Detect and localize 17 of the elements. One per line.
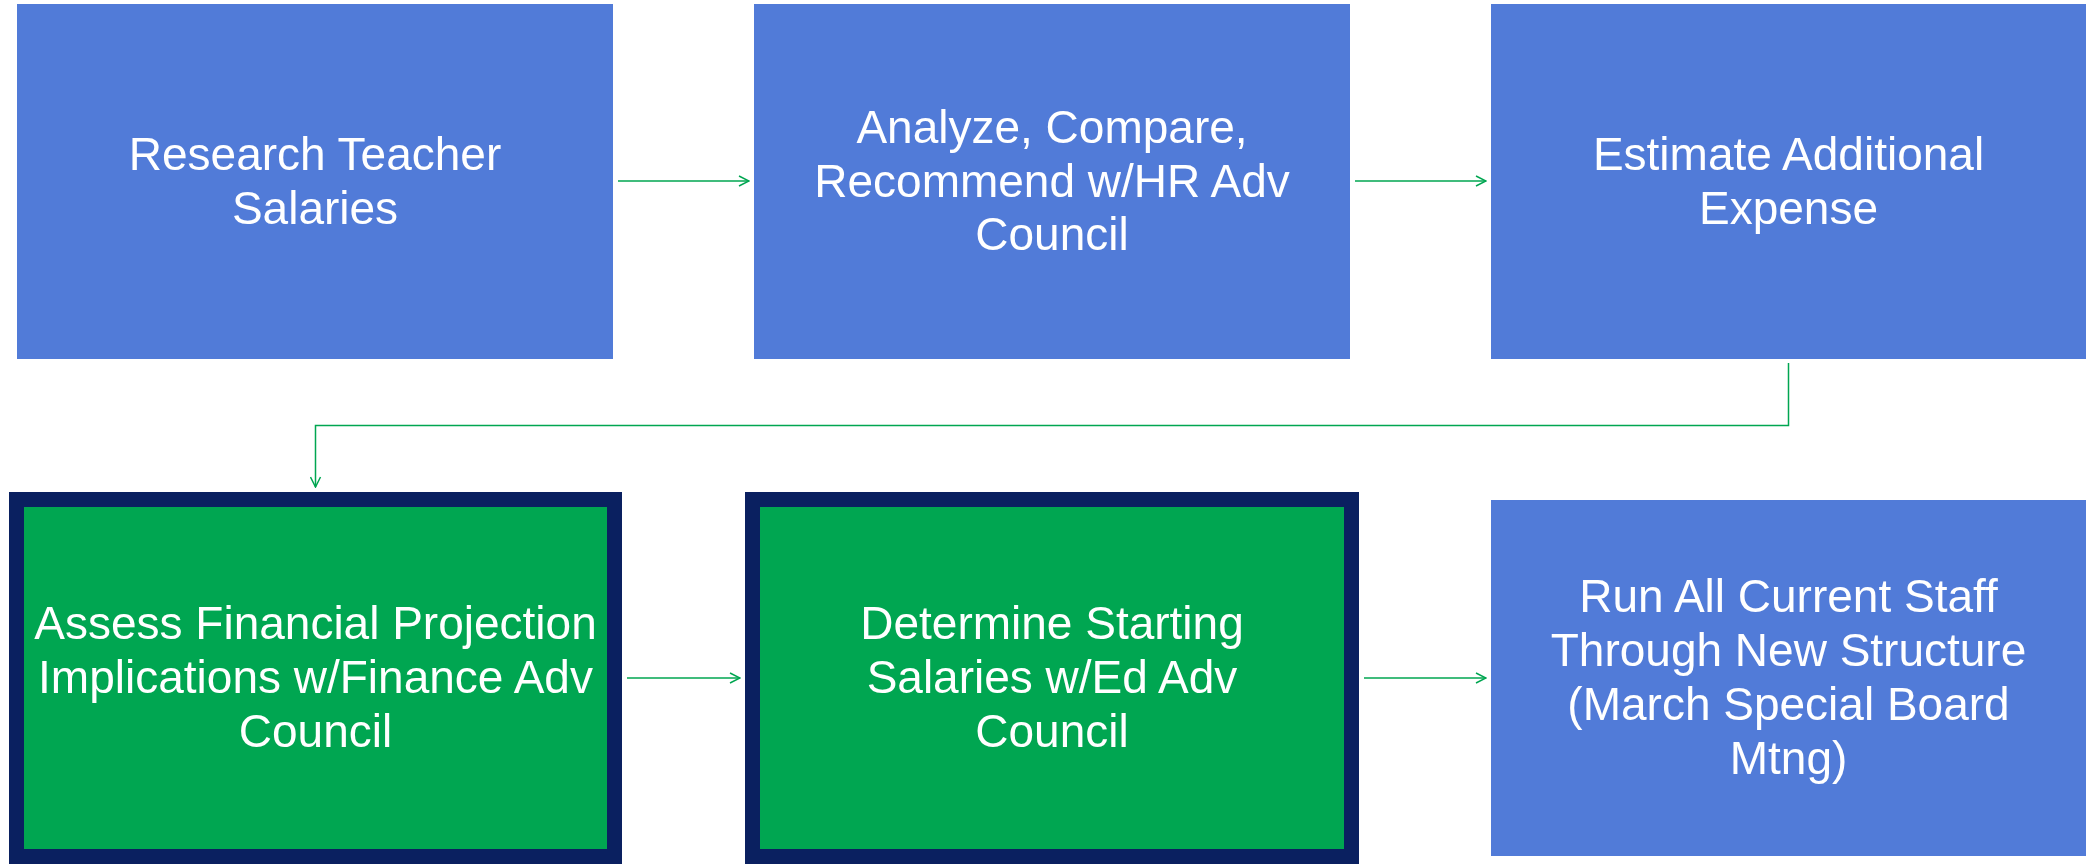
- process-box: [9, 492, 622, 864]
- process-box: [1491, 500, 2086, 856]
- step-text: Estimate Additional Expense: [1591, 127, 1986, 236]
- process-box: [17, 4, 613, 359]
- process-box: [1491, 4, 2086, 359]
- step-text: Research Teacher Salaries: [127, 127, 503, 236]
- arrow: [1363, 672, 1487, 684]
- process-box: [745, 492, 1359, 864]
- arrow: [309, 362, 1790, 488]
- step-text: Determine Starting Salaries w/Ed Adv Council: [859, 597, 1245, 759]
- arrow: [626, 672, 741, 684]
- arrow: [1354, 175, 1487, 187]
- process-box: [754, 4, 1350, 359]
- step-text: Assess Financial Projection Implications w/Finance Adv Council: [34, 597, 597, 759]
- step-text: Analyze, Compare, Recommend w/HR Adv Council: [813, 100, 1291, 263]
- arrow: [617, 175, 750, 187]
- step-text: Run All Current Staff Through New Structure (March Special Board Mtng): [1549, 570, 2028, 786]
